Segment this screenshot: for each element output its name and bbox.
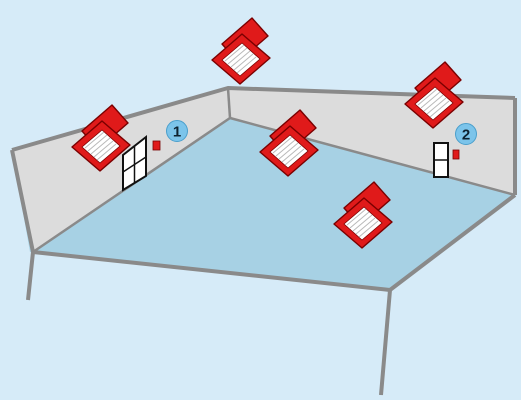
double-door-icon — [122, 134, 147, 192]
marker-2-label: 2 — [462, 127, 470, 144]
single-door-icon — [433, 142, 449, 178]
room-floor-inner — [33, 118, 515, 290]
marker-1-label: 1 — [173, 124, 181, 141]
marker-1: 1 — [166, 120, 188, 142]
ceiling-unit-1-icon — [211, 17, 271, 85]
fire-alarm-pull-1 — [152, 140, 161, 151]
fire-alarm-pull-2 — [452, 149, 460, 160]
marker-2: 2 — [455, 123, 477, 145]
